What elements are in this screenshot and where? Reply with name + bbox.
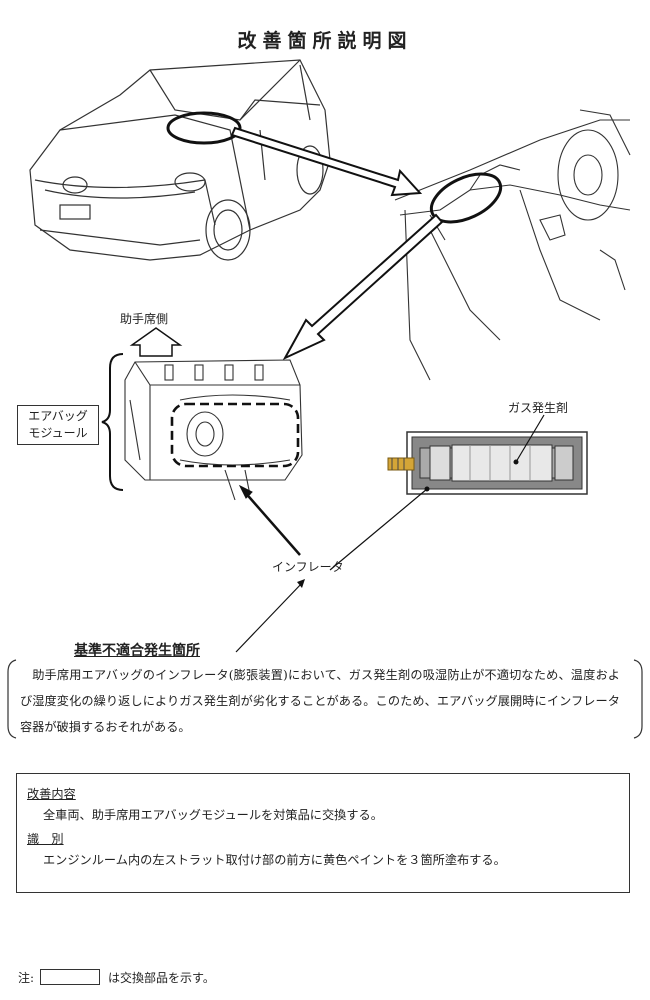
arrow-dashboard-to-module bbox=[282, 213, 444, 361]
noncompliance-description: 助手席用エアバッグのインフレータ(膨張装置)において、ガス発生剤の吸湿防止が不適… bbox=[20, 668, 620, 734]
inflator-crosssection bbox=[387, 431, 588, 495]
leader-inflator-to-module bbox=[242, 489, 301, 556]
module-bracket bbox=[101, 353, 124, 491]
up-arrow-icon bbox=[129, 327, 183, 357]
passenger-side-label: 助手席側 bbox=[120, 312, 169, 326]
note: 注: は交換部品を示す。 bbox=[18, 969, 215, 986]
note-prefix: 注: bbox=[18, 971, 35, 985]
desc-left-bracket bbox=[7, 659, 17, 739]
note-legend-box bbox=[40, 969, 101, 985]
dashboard-illustration bbox=[394, 109, 631, 381]
identification-text: エンジンルーム内の左ストラット取付け部の前方に黄色ペイントを３箇所塗布する。 bbox=[43, 853, 506, 867]
improvement-text: 全車両、助手席用エアバッグモジュールを対策品に交換する。 bbox=[43, 808, 383, 822]
arrow-car-to-dashboard bbox=[230, 126, 423, 197]
inflator-label: インフレータ bbox=[272, 560, 344, 574]
identification-heading: 識 別 bbox=[27, 832, 64, 846]
leader-inflator-to-crosssection bbox=[329, 488, 428, 571]
gas-generant-label: ガス発生剤 bbox=[508, 401, 569, 415]
airbag-module-label: エアバッグ モジュール bbox=[17, 405, 99, 445]
inflator-dashed-highlight bbox=[170, 402, 300, 468]
noncompliance-heading: 基準不適合発生箇所 bbox=[74, 643, 200, 659]
page-title: 改善箇所説明図 bbox=[237, 30, 413, 52]
improvement-box: 改善内容 全車両、助手席用エアバッグモジュールを対策品に交換する。 識 別 エン… bbox=[16, 773, 630, 893]
airbag-module-illustration bbox=[124, 359, 303, 501]
leader-gas-generant bbox=[515, 414, 545, 463]
windshield-highlight bbox=[166, 111, 242, 145]
car-illustration bbox=[29, 59, 331, 261]
improvement-heading: 改善内容 bbox=[27, 787, 76, 801]
dashboard-highlight bbox=[429, 172, 503, 224]
note-suffix: は交換部品を示す。 bbox=[108, 971, 215, 985]
desc-right-bracket bbox=[633, 659, 643, 739]
